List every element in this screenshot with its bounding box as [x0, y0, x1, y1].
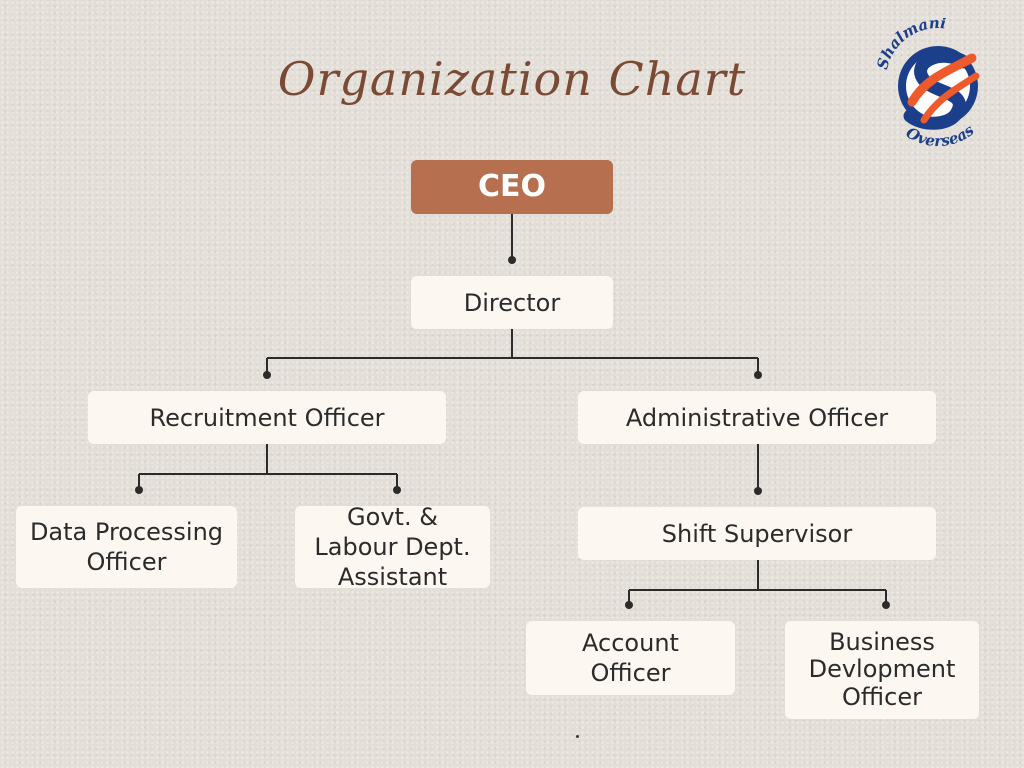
node-shift-supervisor: Shift Supervisor [578, 507, 936, 560]
node-administrative-officer: Administrative Officer [578, 391, 936, 444]
node-account-officer: Account Officer [526, 621, 735, 695]
node-data-processing-officer: Data Processing Officer [16, 506, 237, 588]
node-recruitment-officer: Recruitment Officer [88, 391, 446, 444]
node-govt-labour-assistant: Govt. & Labour Dept. Assistant [295, 503, 490, 591]
node-director: Director [411, 276, 613, 329]
node-business-development-officer: Business Devlopment Officer [785, 621, 979, 719]
stray-dot [576, 735, 579, 738]
node-ceo: CEO [411, 160, 613, 214]
shalmani-overseas-logo: Shalmani Overseas [873, 18, 980, 150]
chart-title: Organization Chart [277, 52, 747, 106]
